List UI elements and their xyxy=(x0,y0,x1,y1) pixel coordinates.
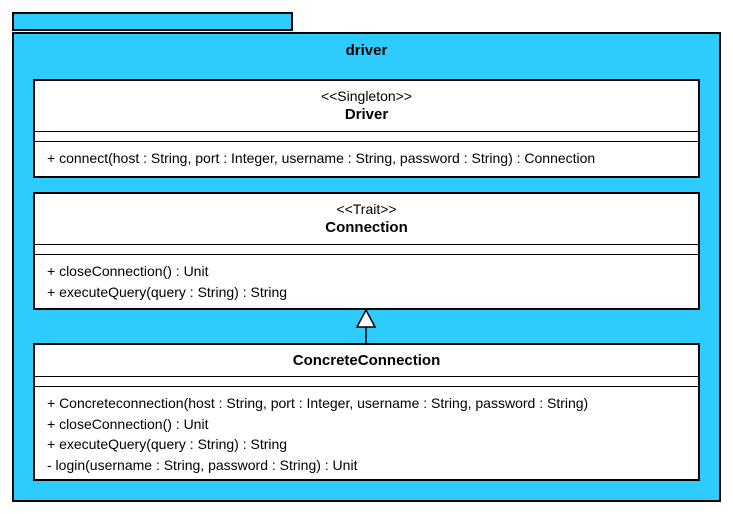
class-driver-header: <<Singleton>> Driver xyxy=(35,81,698,132)
class-connection-name: Connection xyxy=(325,219,408,236)
class-driver[interactable]: <<Singleton>> Driver + connect(host : St… xyxy=(33,79,700,178)
class-concrete-connection[interactable]: ConcreteConnection + Concreteconnection(… xyxy=(33,343,700,481)
operation: - login(username : String, password : St… xyxy=(47,456,358,473)
class-connection-stereotype: <<Trait>> xyxy=(336,201,397,217)
operation: + Concreteconnection(host : String, port… xyxy=(47,395,589,411)
class-concrete-connection-header: ConcreteConnection xyxy=(35,345,698,377)
class-driver-attributes xyxy=(35,132,698,142)
operation: + connect(host : String, port : Integer,… xyxy=(47,150,596,166)
package-tab xyxy=(12,12,293,31)
class-concrete-connection-name: ConcreteConnection xyxy=(292,352,441,369)
class-driver-stereotype: <<Singleton>> xyxy=(320,88,413,104)
operation: + executeQuery(query : String) : String xyxy=(47,436,288,452)
operation: + executeQuery(query : String) : String xyxy=(47,283,288,300)
class-connection-operations: + closeConnection() : Unit + executeQuer… xyxy=(35,255,698,302)
operation: + closeConnection() : Unit xyxy=(47,415,209,432)
class-driver-operations: + connect(host : String, port : Integer,… xyxy=(35,142,698,169)
class-concrete-connection-operations: + Concreteconnection(host : String, port… xyxy=(35,387,698,475)
class-connection[interactable]: <<Trait>> Connection + closeConnection()… xyxy=(33,192,700,310)
generalization-arrowhead xyxy=(355,308,377,328)
class-connection-attributes xyxy=(35,245,698,255)
package-name: driver xyxy=(345,42,388,59)
class-connection-header: <<Trait>> Connection xyxy=(35,194,698,245)
class-concrete-connection-attributes xyxy=(35,377,698,387)
operation: + closeConnection() : Unit xyxy=(47,263,209,279)
class-driver-name: Driver xyxy=(344,106,389,123)
